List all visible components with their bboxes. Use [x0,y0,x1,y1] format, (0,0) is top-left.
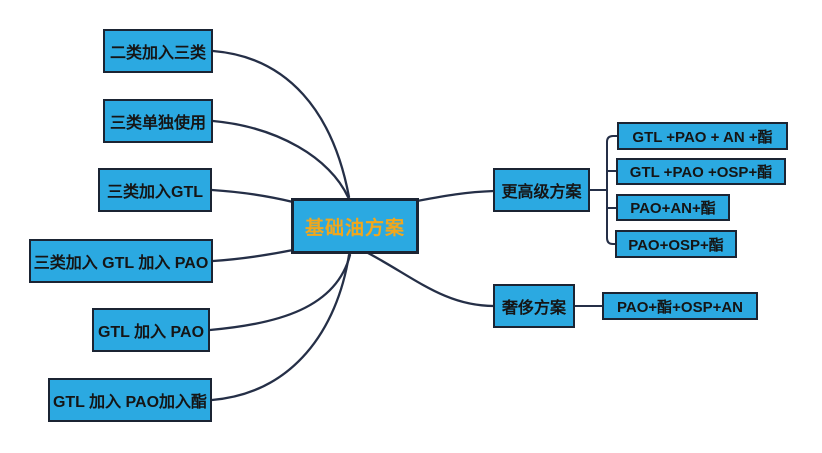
left-node-5[interactable]: GTL 加入 PAO [92,308,210,352]
left-node-4[interactable]: 三类加入 GTL 加入 PAO [29,239,213,283]
right-child-advanced-1[interactable]: GTL +PAO + AN +酯 [617,122,788,150]
root-node[interactable]: 基础油方案 [291,198,419,254]
connector-left-2 [211,119,350,199]
right-node-advanced[interactable]: 更高级方案 [493,168,590,212]
connector-right-luxury [366,251,496,308]
connector-left-6 [210,253,351,402]
left-node-2[interactable]: 三类单独使用 [103,99,213,143]
left-node-6[interactable]: GTL 加入 PAO加入酯 [48,378,212,422]
connector-right-advanced [415,189,496,203]
right-node-luxury[interactable]: 奢侈方案 [493,284,575,328]
connector-left-1 [211,49,351,199]
right-child-advanced-3[interactable]: PAO+AN+酯 [616,194,730,221]
right-child-advanced-4[interactable]: PAO+OSP+酯 [615,230,737,258]
left-node-3[interactable]: 三类加入GTL [98,168,212,212]
connector-bracket-trunk [606,135,619,245]
connector-left-5 [208,253,352,332]
connector-left-3 [210,188,295,204]
connector-left-4 [211,248,295,263]
left-node-1[interactable]: 二类加入三类 [103,29,213,73]
right-child-advanced-2[interactable]: GTL +PAO +OSP+酯 [616,158,786,185]
right-child-luxury-1[interactable]: PAO+酯+OSP+AN [602,292,758,320]
